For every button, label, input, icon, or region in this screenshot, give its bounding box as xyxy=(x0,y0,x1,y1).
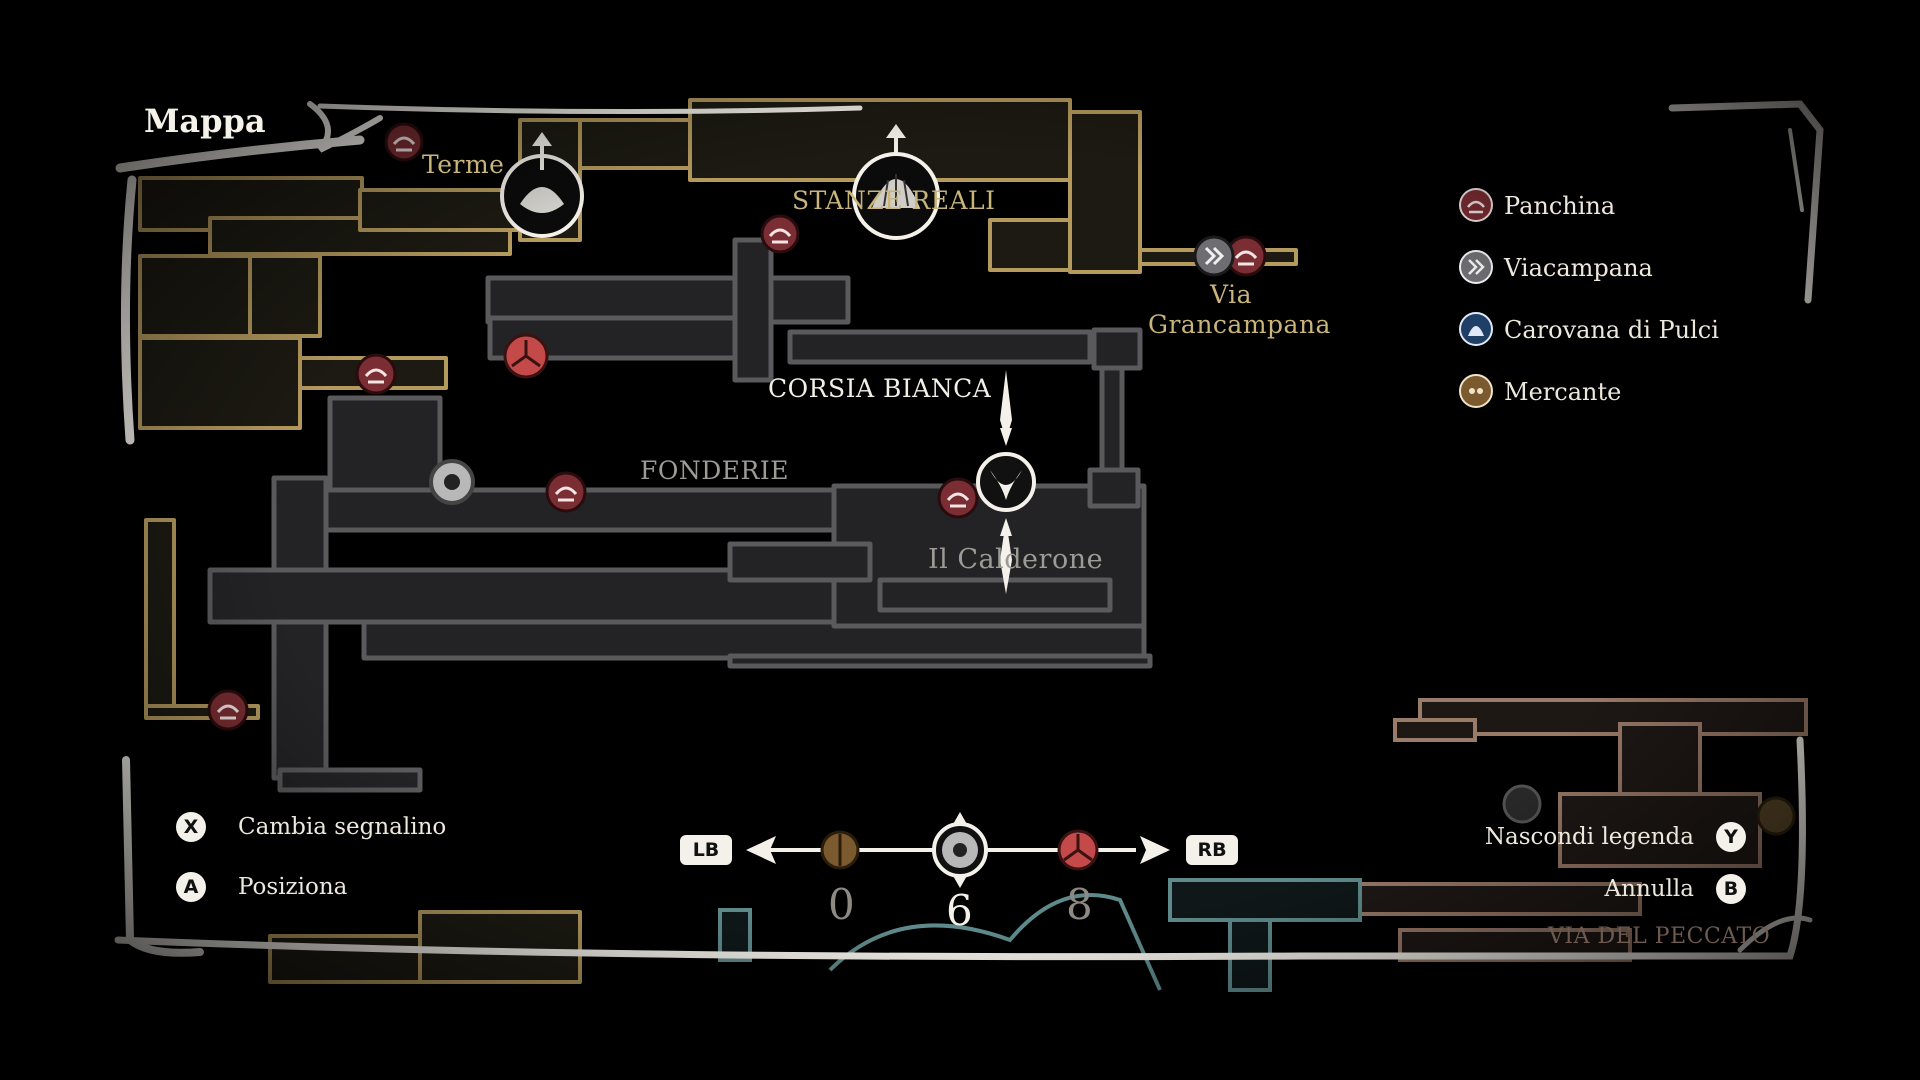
bronze-marker-count: 0 xyxy=(828,880,855,929)
legend-label: Carovana di Pulci xyxy=(1504,316,1719,344)
map-room xyxy=(828,893,1162,991)
map-room xyxy=(271,475,329,781)
map-room xyxy=(1618,722,1702,796)
map-room xyxy=(277,767,423,793)
map-room xyxy=(327,395,443,501)
map-room xyxy=(1418,698,1808,736)
b-button-icon[interactable]: B xyxy=(1716,874,1746,904)
silver-marker-icon[interactable] xyxy=(932,812,988,888)
red-marker-icon[interactable] xyxy=(1057,829,1099,871)
hide-legend-control[interactable]: Nascondi legenda Y xyxy=(1485,822,1746,852)
legend-item-bench: Panchina xyxy=(1458,186,1615,226)
map-room xyxy=(138,254,252,338)
map-room xyxy=(578,118,702,170)
map-room xyxy=(787,329,1093,365)
rb-button[interactable]: RB xyxy=(1186,835,1238,865)
area-label-corsia-bianca: CORSIA BIANCA xyxy=(768,374,992,403)
legend-label: Panchina xyxy=(1504,192,1616,220)
grey-region xyxy=(207,237,1153,793)
a-button-icon[interactable]: A xyxy=(176,872,206,902)
bench-marker[interactable] xyxy=(937,477,979,519)
faded-merchant-marker xyxy=(1756,796,1796,836)
area-label-il-calderone: Il Calderone xyxy=(928,544,1104,575)
bench-marker[interactable] xyxy=(207,689,249,731)
map-room xyxy=(1087,467,1141,509)
map-room xyxy=(138,336,302,430)
y-button-icon[interactable]: Y xyxy=(1716,822,1746,852)
bench-marker[interactable] xyxy=(545,471,587,513)
area-label-via: Via xyxy=(1210,280,1253,309)
map-room xyxy=(877,577,1113,613)
cancel-control[interactable]: Annulla B xyxy=(1605,874,1746,904)
bellway-marker[interactable] xyxy=(1193,235,1235,277)
teal-region xyxy=(718,878,1362,992)
silver-marker-count: 6 xyxy=(946,886,973,935)
map-room xyxy=(727,541,873,583)
place-label: Posiziona xyxy=(238,874,348,900)
faded-bench-marker xyxy=(1502,784,1542,824)
map-room xyxy=(358,188,522,232)
screen-title: Mappa xyxy=(144,102,266,140)
bronze-marker-icon[interactable] xyxy=(820,830,860,870)
cancel-label: Annulla xyxy=(1604,876,1694,902)
area-label-terme: Terme xyxy=(422,150,505,179)
legend-item-bellway: Viacampana xyxy=(1458,248,1653,288)
area-label-fonderie: FONDERIE xyxy=(640,456,789,485)
x-button-icon[interactable]: X xyxy=(176,812,206,842)
legend-item-merchant: Mercante xyxy=(1458,372,1621,412)
map-room xyxy=(1393,718,1477,742)
legend-label: Viacampana xyxy=(1504,254,1653,282)
map-room xyxy=(485,275,851,325)
area-label-stanze-reali: STANZE REALI xyxy=(792,186,996,215)
area-label-grancampana: Grancampana xyxy=(1148,310,1331,339)
map-room xyxy=(1358,882,1642,916)
red-marker-count: 8 xyxy=(1066,880,1093,929)
bench-marker[interactable] xyxy=(384,122,424,162)
bench-marker[interactable] xyxy=(355,353,397,395)
map-room xyxy=(1068,110,1142,274)
map-room xyxy=(1168,878,1362,922)
bench-marker[interactable] xyxy=(760,214,800,254)
hide-legend-label: Nascondi legenda xyxy=(1484,824,1694,850)
place-control[interactable]: A Posiziona xyxy=(176,872,347,902)
red-placed-marker[interactable] xyxy=(503,333,549,379)
legend-item-flea-caravan: Carovana di Pulci xyxy=(1458,310,1719,350)
silver-placed-marker[interactable] xyxy=(429,459,475,505)
change-marker-label: Cambia segnalino xyxy=(238,814,447,840)
map-room xyxy=(248,254,322,338)
change-marker-control[interactable]: X Cambia segnalino xyxy=(176,812,446,842)
lb-button[interactable]: LB xyxy=(680,835,732,865)
area-label-via-del-peccato: VIA DEL PECCATO xyxy=(1548,924,1771,949)
map-room xyxy=(144,518,176,712)
map-room xyxy=(1091,327,1143,371)
map-room xyxy=(988,218,1072,272)
map-room xyxy=(1099,365,1125,481)
map-room xyxy=(732,237,774,383)
legend-label: Mercante xyxy=(1504,378,1622,406)
map-room xyxy=(727,653,1153,669)
